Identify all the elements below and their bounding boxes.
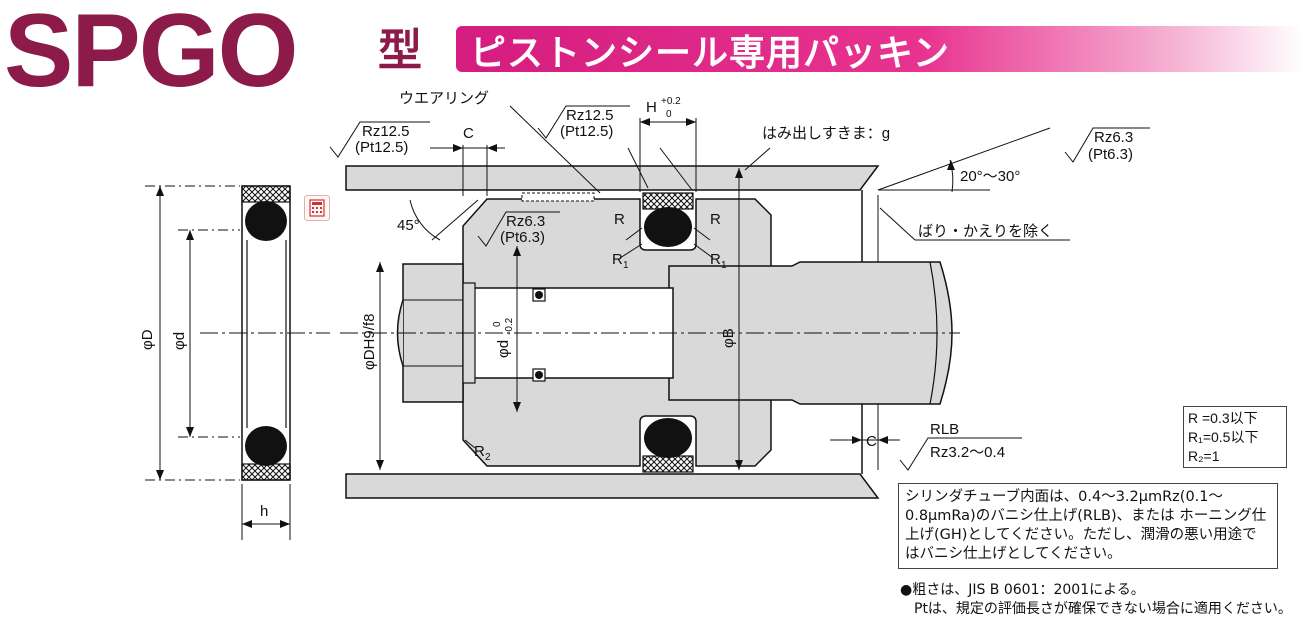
- angle-45-label: 45°: [397, 217, 420, 234]
- radius-table: R =0.3以下 R₁=0.5以下 R₂=1: [1183, 406, 1287, 468]
- r-left-label: R: [614, 211, 625, 228]
- dimension-arrows: [376, 118, 955, 470]
- d-tol-upper: 0: [492, 321, 503, 327]
- rz12-5-label: Rz12.5: [362, 123, 410, 140]
- angle-range-label: 20°〜30°: [960, 168, 1020, 185]
- r2-sub: 2: [485, 452, 491, 463]
- h-tol-upper: +0.2: [661, 96, 681, 107]
- surface-finish-symbols: [329, 105, 1150, 471]
- phi-d-tol-label: φd: [495, 340, 512, 358]
- radius-line-3: R₂=1: [1188, 448, 1220, 464]
- model-suffix: 型: [378, 26, 422, 75]
- calculator-icon[interactable]: [304, 195, 330, 221]
- pt6-3-b-label: (Pt6.3): [500, 229, 545, 246]
- pt12-5-b-label: (Pt12.5): [560, 123, 613, 140]
- radius-line-1: R =0.3以下: [1188, 410, 1258, 426]
- h-dim-label: H: [646, 99, 657, 116]
- gap-label: はみ出しすきま：g: [762, 125, 890, 142]
- radius-line-2: R₁=0.5以下: [1188, 429, 1259, 445]
- seal-cross-section: [145, 185, 330, 540]
- subtitle: ピストンシール専用パッキン: [470, 33, 950, 74]
- rz3-2-label: Rz3.2〜0.4: [930, 444, 1005, 461]
- h-tol-lower: 0: [666, 109, 672, 120]
- r1-left-sub: 1: [623, 260, 629, 271]
- footnote-2: Ptは、規定の評価長さが確保できない場合に適用ください。: [914, 601, 1292, 617]
- rz12-5-b-label: Rz12.5: [566, 107, 614, 124]
- dimension-lines: [379, 105, 1070, 470]
- phi-B-label: φB: [720, 328, 737, 348]
- c-bottom-label: C: [866, 433, 877, 450]
- wear-ring-label: ウエアリング: [399, 90, 489, 107]
- phi-DH-label: φDH9/f8: [361, 314, 378, 370]
- r1-right-label: R: [710, 251, 721, 268]
- h-width-label: h: [260, 503, 268, 520]
- phi-d-label: φd: [171, 332, 188, 350]
- deburr-label: ばり・かえりを除く: [918, 223, 1053, 240]
- r1-right-sub: 1: [721, 260, 727, 271]
- subtitle-band: [456, 26, 1303, 72]
- rz6-3-label: Rz6.3: [1094, 129, 1133, 146]
- finish-note: シリンダチューブ内面は、0.4〜3.2μmRz(0.1〜0.8μmRa)のバニシ…: [898, 483, 1278, 569]
- r2-label: R: [474, 443, 485, 460]
- r-right-label: R: [710, 211, 721, 228]
- rlb-label: RLB: [930, 421, 959, 438]
- rz6-3-b-label: Rz6.3: [506, 213, 545, 230]
- d-tol-lower: -0.2: [504, 317, 515, 335]
- footnote-1: ●粗さは、JIS B 0601：2001による。: [900, 582, 1145, 598]
- pt12-5-label: (Pt12.5): [355, 139, 408, 156]
- model-title: SPGO: [4, 0, 299, 109]
- r1-left-label: R: [612, 251, 623, 268]
- cylinder-assembly: [340, 165, 960, 499]
- c-top-label: C: [463, 125, 474, 142]
- pt6-3-label: (Pt6.3): [1088, 146, 1133, 163]
- phi-D-label: φD: [139, 329, 156, 350]
